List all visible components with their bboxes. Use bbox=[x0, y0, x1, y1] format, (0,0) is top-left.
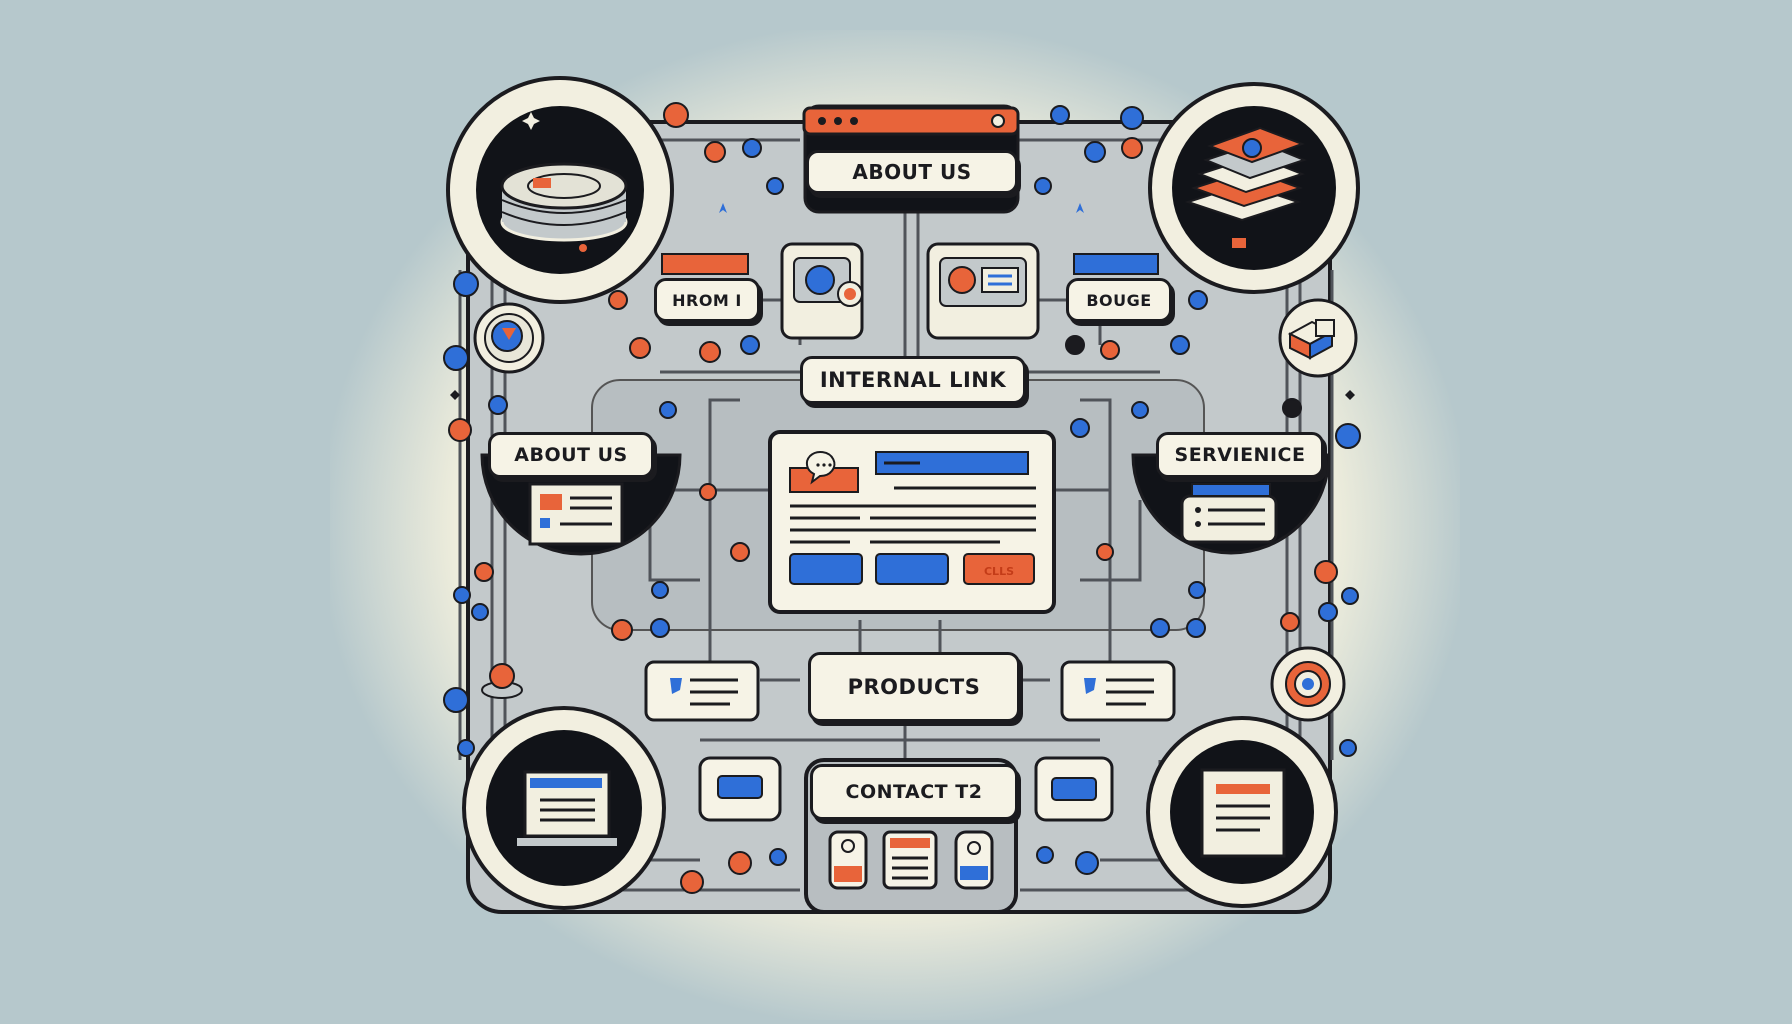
books-circle bbox=[1148, 82, 1360, 294]
mock-button-2 bbox=[875, 553, 949, 585]
bouge-label[interactable]: BOUGE bbox=[1066, 278, 1172, 322]
target-circle bbox=[1270, 646, 1346, 722]
database-icon bbox=[500, 162, 628, 242]
decorative-dots bbox=[443, 102, 1361, 894]
web-page-mockup: CLLS bbox=[768, 430, 1056, 614]
laptop-circle bbox=[462, 706, 666, 910]
laptop-icon bbox=[517, 770, 617, 846]
chat-bubble-icon bbox=[805, 451, 836, 485]
servience-label[interactable]: SERVIENICE bbox=[1156, 432, 1324, 478]
contact-label[interactable]: CONTACT T2 bbox=[810, 764, 1018, 820]
stacked-books-icon bbox=[1184, 126, 1307, 248]
profile-card bbox=[926, 242, 1040, 340]
sparkles bbox=[450, 203, 1355, 400]
mini-window-icon bbox=[528, 482, 624, 546]
about-us-left-label[interactable]: About us bbox=[488, 432, 654, 478]
mock-button-3 bbox=[963, 553, 1035, 585]
about-us-top-label[interactable]: About us bbox=[806, 150, 1018, 194]
mobile-device-icon bbox=[828, 830, 868, 890]
message-card-left bbox=[644, 660, 760, 722]
products-label[interactable]: PRODUCTS bbox=[808, 652, 1020, 722]
avatar-circle bbox=[473, 302, 545, 374]
list-card-icon bbox=[1180, 483, 1278, 544]
cube-circle bbox=[1278, 298, 1358, 378]
target-icon bbox=[1285, 661, 1331, 707]
message-card-right bbox=[1060, 660, 1176, 722]
lamp-icon bbox=[481, 663, 523, 699]
cube-box-icon bbox=[1287, 319, 1335, 360]
contact-left-card bbox=[698, 756, 782, 822]
database-circle bbox=[446, 76, 674, 304]
hrom-label[interactable]: HROM I bbox=[654, 278, 760, 322]
mock-button-1 bbox=[789, 553, 863, 585]
document-icon bbox=[1200, 768, 1286, 858]
bouge-tab bbox=[1073, 253, 1159, 275]
avatar-card bbox=[780, 242, 864, 340]
document-circle bbox=[1146, 716, 1338, 908]
phone-icon bbox=[954, 830, 994, 890]
mock-button-3-text: CLLS bbox=[984, 565, 1014, 578]
hrom-tab bbox=[661, 253, 749, 275]
internal-link-label[interactable]: Internal link bbox=[800, 356, 1026, 404]
form-card-icon bbox=[882, 830, 938, 890]
contact-right-card bbox=[1034, 756, 1114, 822]
